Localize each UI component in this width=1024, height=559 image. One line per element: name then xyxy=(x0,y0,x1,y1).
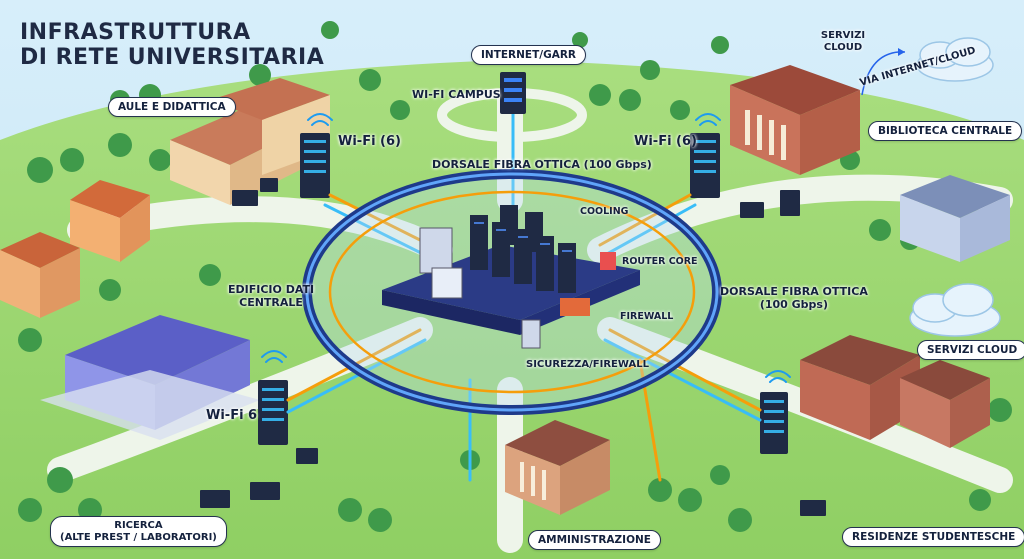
residenze-building xyxy=(800,335,990,448)
label-edificio-line-2: CENTRALE xyxy=(239,296,303,310)
server-right xyxy=(690,133,720,198)
aule-building xyxy=(170,78,330,205)
label-dorsale-right-line-2: (100 Gbps) xyxy=(759,298,828,312)
label-wifi-left: Wi-Fi (6) xyxy=(338,134,401,149)
label-router-core: ROUTER CORE xyxy=(622,256,698,267)
title-line-1: INFRASTRUTTURA xyxy=(20,20,251,45)
label-cooling: COOLING xyxy=(580,206,629,217)
label-wifi-right: Wi-Fi (6) xyxy=(634,134,697,149)
fiber-lines xyxy=(286,193,762,482)
label-residenze: RESIDENZE STUDENTESCHE xyxy=(842,527,1024,547)
label-firewall: FIREWALL xyxy=(620,311,674,322)
label-edificio-line-1: EDIFICIO DATI xyxy=(228,283,315,296)
orange-building xyxy=(70,180,150,262)
right-office-building xyxy=(900,175,1010,262)
label-ricerca-line-1: RICERCA xyxy=(114,520,163,531)
label-edificio: EDIFICIO DATI CENTRALE xyxy=(228,283,314,309)
label-dorsale-right: DORSALE FIBRA OTTICA (100 Gbps) xyxy=(720,285,868,311)
label-ricerca-line-2: (ALTE PREST / LABORATORI) xyxy=(60,531,217,543)
cloud-top xyxy=(916,37,994,82)
data-center xyxy=(382,205,640,349)
label-servizi-cloud-top: SERVIZI CLOUD xyxy=(820,30,866,53)
wifi-signals xyxy=(261,113,791,383)
label-dorsale-top: DORSALE FIBRA OTTICA (100 Gbps) xyxy=(432,158,652,171)
internet-server xyxy=(500,72,526,114)
left-edge-building xyxy=(0,232,80,318)
ricerca-building xyxy=(40,315,260,440)
label-wifi-bottom: Wi-Fi 6 xyxy=(206,408,258,423)
label-sicurezza: SICUREZZA/FIREWALL xyxy=(526,359,649,370)
label-amministrazione: AMMINISTRAZIONE xyxy=(528,530,661,550)
label-ricerca: RICERCA (ALTE PREST / LABORATORI) xyxy=(50,516,227,547)
devices xyxy=(200,178,826,516)
label-internet: INTERNET/GARR xyxy=(471,45,586,65)
cloud-right xyxy=(909,283,1001,337)
amministrazione-building xyxy=(505,420,610,515)
server-bottom-left xyxy=(258,380,288,445)
label-biblioteca: BIBLIOTECA CENTRALE xyxy=(868,121,1023,141)
label-dorsale-right-line-1: DORSALE FIBRA OTTICA xyxy=(720,285,868,298)
title-line-2: DI RETE UNIVERSITARIA xyxy=(20,45,325,71)
label-aule: AULE E DIDATTICA xyxy=(108,97,236,117)
label-wifi-campus: WI-FI CAMPUS xyxy=(412,88,501,101)
server-left xyxy=(300,133,330,198)
biblioteca-building xyxy=(730,65,860,175)
diagram-title: INFRASTRUTTURA DI RETE UNIVERSITARIA xyxy=(20,20,324,71)
label-servizi-cloud-right: SERVIZI CLOUD xyxy=(917,340,1024,360)
